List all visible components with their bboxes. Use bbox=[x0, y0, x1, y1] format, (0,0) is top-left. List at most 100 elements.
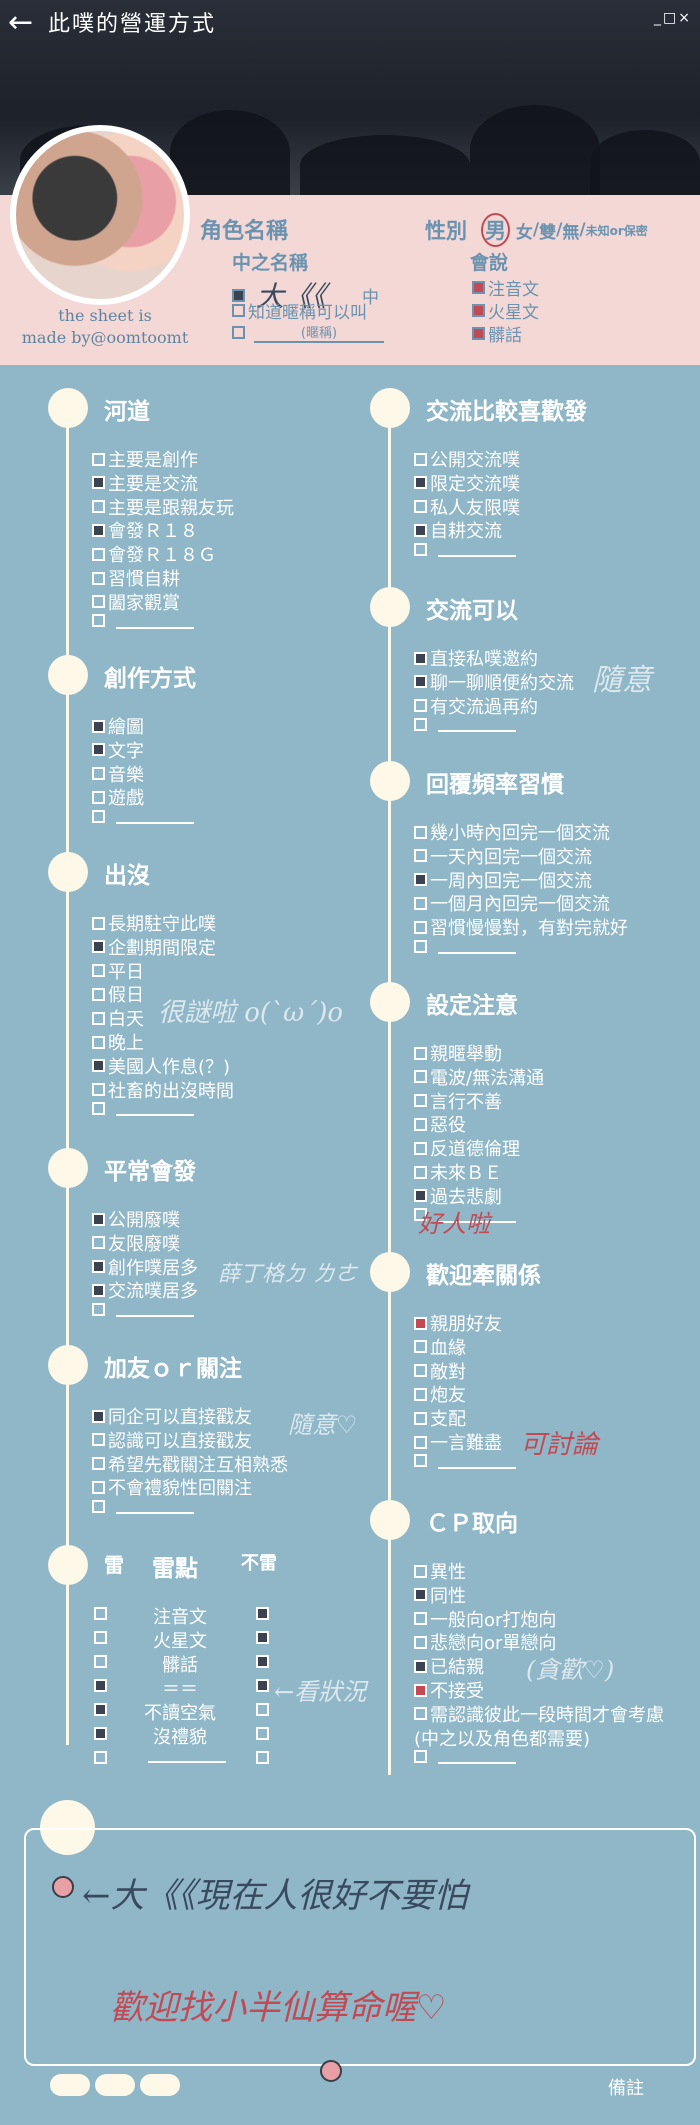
landmine-right-checkbox[interactable] bbox=[256, 1655, 269, 1668]
gender-option-both[interactable]: 雙 bbox=[539, 222, 557, 243]
option-checkbox[interactable] bbox=[92, 964, 105, 978]
option-checkbox[interactable] bbox=[414, 1435, 427, 1449]
option-checkbox[interactable] bbox=[92, 500, 105, 514]
option-checkbox[interactable] bbox=[92, 595, 105, 609]
option-checkbox[interactable] bbox=[92, 1499, 105, 1513]
option-checkbox[interactable] bbox=[414, 1612, 427, 1626]
landmine-left-checkbox[interactable] bbox=[94, 1751, 107, 1764]
landmine-left-checkbox[interactable] bbox=[94, 1703, 107, 1716]
option-checkbox[interactable] bbox=[414, 1564, 427, 1578]
option-item[interactable]: 文字 bbox=[92, 737, 144, 763]
option-checkbox[interactable] bbox=[414, 1707, 427, 1721]
option-item[interactable]: 交流噗居多 bbox=[92, 1277, 198, 1303]
option-checkbox[interactable] bbox=[414, 1749, 427, 1763]
option-item[interactable]: 自耕交流 bbox=[414, 517, 502, 543]
option-item[interactable]: 美國人作息(？) bbox=[92, 1053, 230, 1079]
option-checkbox[interactable] bbox=[92, 1212, 105, 1226]
option-item[interactable]: 企劃期間限定 bbox=[92, 934, 216, 960]
option-item[interactable]: 一周內回完一個交流 bbox=[414, 867, 592, 893]
option-item[interactable]: 友限廢噗 bbox=[92, 1230, 180, 1256]
option-blank[interactable] bbox=[414, 1748, 516, 1765]
option-checkbox[interactable] bbox=[414, 717, 427, 731]
landmine-left-checkbox[interactable] bbox=[94, 1607, 107, 1620]
option-item[interactable]: 習慣慢慢對，有對完就好 bbox=[414, 914, 628, 940]
option-checkbox[interactable] bbox=[92, 1236, 105, 1250]
landmine-right-checkbox[interactable] bbox=[256, 1727, 269, 1740]
option-checkbox[interactable] bbox=[414, 452, 427, 466]
option-item[interactable]: 主要是交流 bbox=[92, 470, 198, 496]
option-checkbox[interactable] bbox=[92, 1283, 105, 1297]
gender-option-female[interactable]: 女 bbox=[515, 222, 533, 243]
nickname-option-3[interactable]: (暱稱) bbox=[232, 322, 384, 343]
option-checkbox[interactable] bbox=[414, 500, 427, 514]
option-item[interactable]: 主要是創作 bbox=[92, 446, 198, 472]
gender-option-male[interactable]: 男 bbox=[481, 213, 510, 247]
option-item[interactable]: 一天內回完一個交流 bbox=[414, 843, 592, 869]
option-item[interactable]: 長期駐守此噗 bbox=[92, 910, 216, 936]
option-checkbox[interactable] bbox=[414, 1635, 427, 1649]
option-item[interactable]: 電波/無法溝通 bbox=[414, 1064, 544, 1090]
landmine-right-checkbox[interactable] bbox=[256, 1631, 269, 1644]
option-checkbox[interactable] bbox=[92, 767, 105, 781]
option-checkbox[interactable] bbox=[414, 1046, 427, 1060]
option-checkbox[interactable] bbox=[414, 939, 427, 953]
option-item[interactable]: 會發Ｒ１８Ｇ bbox=[92, 541, 216, 567]
option-checkbox[interactable] bbox=[414, 1411, 427, 1425]
option-blank[interactable] bbox=[414, 1207, 516, 1223]
option-checkbox[interactable] bbox=[414, 542, 427, 556]
option-item[interactable]: 習慣自耕 bbox=[92, 565, 180, 591]
option-checkbox[interactable] bbox=[92, 1260, 105, 1274]
option-blank[interactable] bbox=[414, 541, 516, 558]
option-item[interactable]: 惡役 bbox=[414, 1111, 466, 1137]
option-item[interactable]: 幾小時內回完一個交流 bbox=[414, 819, 610, 845]
pill-2[interactable] bbox=[95, 2074, 135, 2096]
option-checkbox[interactable] bbox=[414, 1189, 427, 1203]
option-checkbox[interactable] bbox=[414, 1387, 427, 1401]
option-checkbox[interactable] bbox=[414, 1070, 427, 1084]
option-item[interactable]: 會發Ｒ１８ bbox=[92, 517, 198, 543]
option-checkbox[interactable] bbox=[414, 1340, 427, 1354]
option-item[interactable]: 一言難盡 bbox=[414, 1429, 502, 1455]
option-checkbox[interactable] bbox=[414, 1165, 427, 1179]
option-item[interactable]: 悲戀向or單戀向 bbox=[414, 1629, 556, 1655]
option-checkbox[interactable] bbox=[414, 873, 427, 887]
window-controls[interactable]: _□× bbox=[654, 10, 692, 26]
option-item[interactable]: 一個月內回完一個交流 bbox=[414, 890, 610, 916]
option-checkbox[interactable] bbox=[92, 790, 105, 804]
option-item[interactable]: 親暱舉動 bbox=[414, 1040, 502, 1066]
option-item[interactable]: 直接私噗邀約 bbox=[414, 645, 538, 671]
speak-martian-checkbox[interactable] bbox=[472, 304, 485, 317]
option-blank[interactable] bbox=[92, 1100, 194, 1117]
option-checkbox[interactable] bbox=[92, 571, 105, 585]
pill-1[interactable] bbox=[50, 2074, 90, 2096]
option-checkbox[interactable] bbox=[92, 1480, 105, 1494]
option-item[interactable]: 公開廢噗 bbox=[92, 1206, 180, 1232]
option-blank[interactable] bbox=[92, 808, 194, 825]
landmine-left-checkbox[interactable] bbox=[94, 1655, 107, 1668]
option-item[interactable]: 希望先戳關注互相熟悉 bbox=[92, 1451, 288, 1477]
landmine-left-checkbox[interactable] bbox=[94, 1727, 107, 1740]
option-item[interactable]: 反道德倫理 bbox=[414, 1135, 520, 1161]
speak-option-martian[interactable]: 火星文 bbox=[472, 298, 539, 323]
option-item[interactable]: 晚上 bbox=[92, 1029, 144, 1055]
option-item[interactable]: 主要是跟親友玩 bbox=[92, 494, 234, 520]
option-checkbox[interactable] bbox=[92, 1083, 105, 1097]
landmine-right-checkbox[interactable] bbox=[256, 1679, 269, 1692]
option-checkbox[interactable] bbox=[414, 1141, 427, 1155]
option-checkbox[interactable] bbox=[414, 1208, 427, 1222]
landmine-left-checkbox[interactable] bbox=[94, 1679, 107, 1692]
option-checkbox[interactable] bbox=[414, 849, 427, 863]
option-item[interactable]: 未來ＢＥ bbox=[414, 1159, 502, 1185]
option-blank[interactable] bbox=[414, 1453, 516, 1469]
option-item[interactable]: 社畜的出沒時間 bbox=[92, 1077, 234, 1103]
option-checkbox[interactable] bbox=[414, 1588, 427, 1602]
option-checkbox[interactable] bbox=[414, 699, 427, 713]
option-checkbox[interactable] bbox=[414, 1364, 427, 1378]
option-checkbox[interactable] bbox=[92, 523, 105, 537]
option-item[interactable]: 不會禮貌性回關注 bbox=[92, 1474, 252, 1500]
option-checkbox[interactable] bbox=[414, 476, 427, 490]
option-checkbox[interactable] bbox=[414, 675, 427, 689]
option-item[interactable]: 闔家觀賞 bbox=[92, 589, 180, 615]
option-item[interactable]: 公開交流噗 bbox=[414, 446, 520, 472]
option-checkbox[interactable] bbox=[92, 743, 105, 757]
